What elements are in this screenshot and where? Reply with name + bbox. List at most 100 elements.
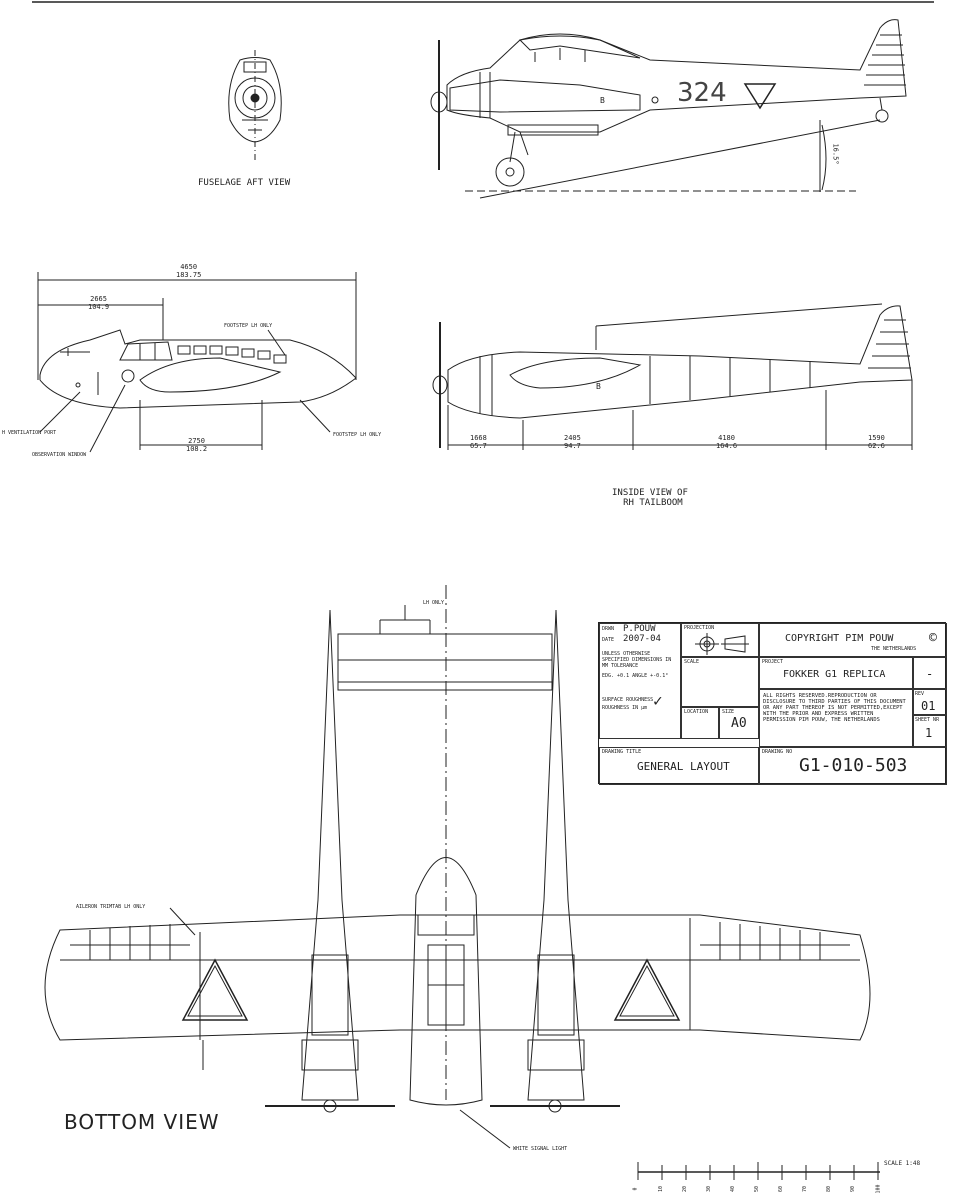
rights-text: ALL RIGHTS RESERVED.REPRODUCTION OR DISC… xyxy=(763,693,906,723)
project-label: PROJECT xyxy=(762,659,784,665)
rev-cell xyxy=(913,689,947,715)
drawing-title-label: DRAWING TITLE xyxy=(602,749,642,755)
size-value: A0 xyxy=(731,716,747,731)
signal-light-label: WHITE SIGNAL LIGHT xyxy=(513,1146,568,1152)
dim-overall-mm: 4650 xyxy=(180,263,198,271)
size-cell xyxy=(719,707,759,739)
dim-front-in: 104.9 xyxy=(88,303,110,311)
scale-tick-label: 60 xyxy=(778,1185,785,1193)
ventilation-label: H VENTILATION PORT xyxy=(2,430,57,436)
footstep-bottom-label: FOOTSTEP LH ONLY xyxy=(333,432,382,438)
sheet-label: SHEET NR xyxy=(915,717,940,723)
drawing-no-label: DRAWING NO xyxy=(762,749,793,755)
roughness-check-icon: ✓ xyxy=(653,691,663,710)
projection-icon xyxy=(695,633,749,655)
scale-label: SCALE xyxy=(684,659,700,665)
scale-tick-label: 50 xyxy=(754,1185,761,1193)
tailboom-dim-4-mm: 1590 xyxy=(868,434,885,442)
inside-view-label-2: RH TAILBOOM xyxy=(623,498,683,508)
drawn-value: P.POUW xyxy=(623,624,656,634)
scale-tick-label: 80 xyxy=(826,1185,833,1193)
bottom-view-drawing xyxy=(44,585,871,1149)
footstep-top-label: FOOTSTEP LH ONLY xyxy=(224,323,273,329)
sheet-value: 1 xyxy=(925,726,933,740)
scale-bar-drawing xyxy=(637,1162,880,1180)
copyright-text: COPYRIGHT PIM POUW xyxy=(785,633,894,644)
tailboom-dim-3-in: 164.6 xyxy=(716,442,738,450)
copyright-symbol: © xyxy=(929,631,937,646)
roughness-text: ROUGHNESS IN µm xyxy=(602,705,648,711)
drawing-no-cell xyxy=(759,747,947,785)
rev-label: REV xyxy=(915,691,925,697)
scale-cell xyxy=(681,657,759,707)
tailboom-dim-4-in: 62.6 xyxy=(868,442,885,450)
tailboom-inside-drawing xyxy=(432,303,913,450)
tailboom-dim-2-mm: 2405 xyxy=(564,434,581,442)
scale-tick-label: 30 xyxy=(706,1185,713,1193)
tailboom-dim-1-mm: 1668 xyxy=(470,434,487,442)
tailboom-dim-3-mm: 4180 xyxy=(718,434,735,442)
drawing-title-cell xyxy=(599,747,759,785)
dim-lower-mm: 2750 xyxy=(188,437,205,445)
edge-text: EDG. +0.1 ANGLE +-0.1° xyxy=(602,673,669,679)
scale-tick-label: 20 xyxy=(682,1185,689,1193)
scale-tick-label: 10 xyxy=(658,1185,665,1193)
aft-view-label: FUSELAGE AFT VIEW xyxy=(198,178,291,188)
tailboom-marker: B xyxy=(596,382,601,391)
aileron-trim-label: AILERON TRIMTAB LH ONLY xyxy=(76,904,146,910)
dim-front-mm: 2665 xyxy=(90,295,107,303)
fuselage-code: 324 xyxy=(677,78,727,108)
rights-cell xyxy=(759,689,913,747)
scale-tick-label: 40 xyxy=(730,1185,737,1193)
scale-tick-label: 100 xyxy=(875,1184,882,1194)
sheet-cell xyxy=(913,715,947,747)
fuselage-side-drawing xyxy=(37,272,357,453)
projection-label: PROJECTION xyxy=(684,625,715,631)
tailboom-dim-1-in: 65.7 xyxy=(470,442,487,450)
country-text: THE NETHERLANDS xyxy=(871,646,917,652)
scale-tick-label: 90 xyxy=(850,1185,857,1193)
side-view-angle: 16.5° xyxy=(831,143,840,165)
date-label: DATE xyxy=(602,637,615,643)
title-block: DRWN P.POUW DATE 2007-04 UNLESS OTHERWIS… xyxy=(598,622,947,785)
unless-text: UNLESS OTHERWISE SPECIFIED DIMENSIONS IN… xyxy=(602,651,672,669)
project-value: FOKKER G1 REPLICA xyxy=(783,669,886,680)
fuselage-aft-view-drawing xyxy=(228,50,282,160)
project-cell xyxy=(759,657,913,689)
side-view-drawing xyxy=(430,19,907,199)
date-value: 2007-04 xyxy=(623,634,661,644)
location-cell xyxy=(681,707,719,739)
drawing-no: G1-010-503 xyxy=(799,755,908,776)
surface-text: SURFACE ROUGHNESS xyxy=(602,697,654,703)
drawn-cell xyxy=(599,623,681,739)
tailboom-dim-2-in: 94.7 xyxy=(564,442,581,450)
scale-bar-label: SCALE 1:48 xyxy=(884,1160,921,1167)
size-label: SIZE xyxy=(722,709,735,715)
projection-cell xyxy=(681,623,759,657)
project-rev-cell xyxy=(913,657,947,689)
bottom-view-label: BOTTOM VIEW xyxy=(64,1110,220,1134)
project-rev: - xyxy=(926,667,934,681)
scale-tick-label: 70 xyxy=(802,1185,809,1193)
copyright-cell xyxy=(759,623,947,657)
scale-tick-label: 0 xyxy=(632,1187,639,1191)
drawing-title: GENERAL LAYOUT xyxy=(637,760,730,773)
lh-only-label: LH ONLY xyxy=(423,600,445,606)
drawn-label: DRWN xyxy=(602,626,615,632)
inside-view-label-1: INSIDE VIEW OF xyxy=(612,488,688,498)
rev-value: 01 xyxy=(921,699,936,713)
side-view-marker: B xyxy=(600,96,605,105)
observation-label: OBSERVATION WINDOW xyxy=(32,452,87,458)
dim-overall-in: 183.75 xyxy=(176,271,202,279)
dim-lower-in: 108.2 xyxy=(186,445,208,453)
